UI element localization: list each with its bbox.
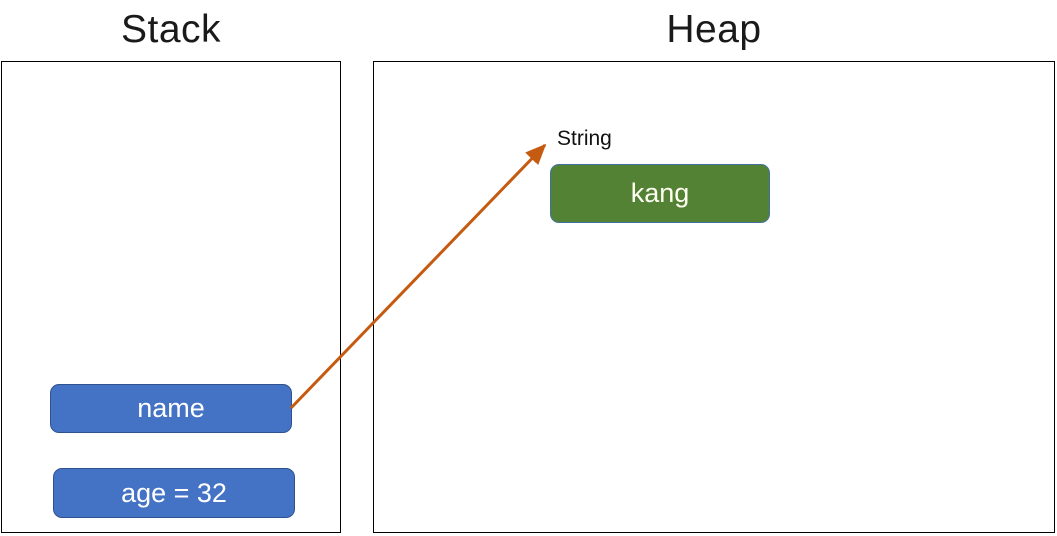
heap-string-type-label: String — [557, 127, 612, 150]
stack-title: Stack — [120, 8, 222, 51]
stack-box — [1, 61, 341, 533]
heap-box — [373, 61, 1055, 533]
stack-variable-age-label: age = 32 — [121, 477, 227, 508]
heap-title: Heap — [666, 8, 762, 51]
stack-variable-name: name — [50, 384, 292, 433]
heap-object-kang: kang — [550, 164, 770, 223]
heap-object-kang-label: kang — [630, 178, 690, 208]
stack-variable-age: age = 32 — [53, 468, 295, 518]
stack-variable-name-label: name — [137, 393, 205, 423]
